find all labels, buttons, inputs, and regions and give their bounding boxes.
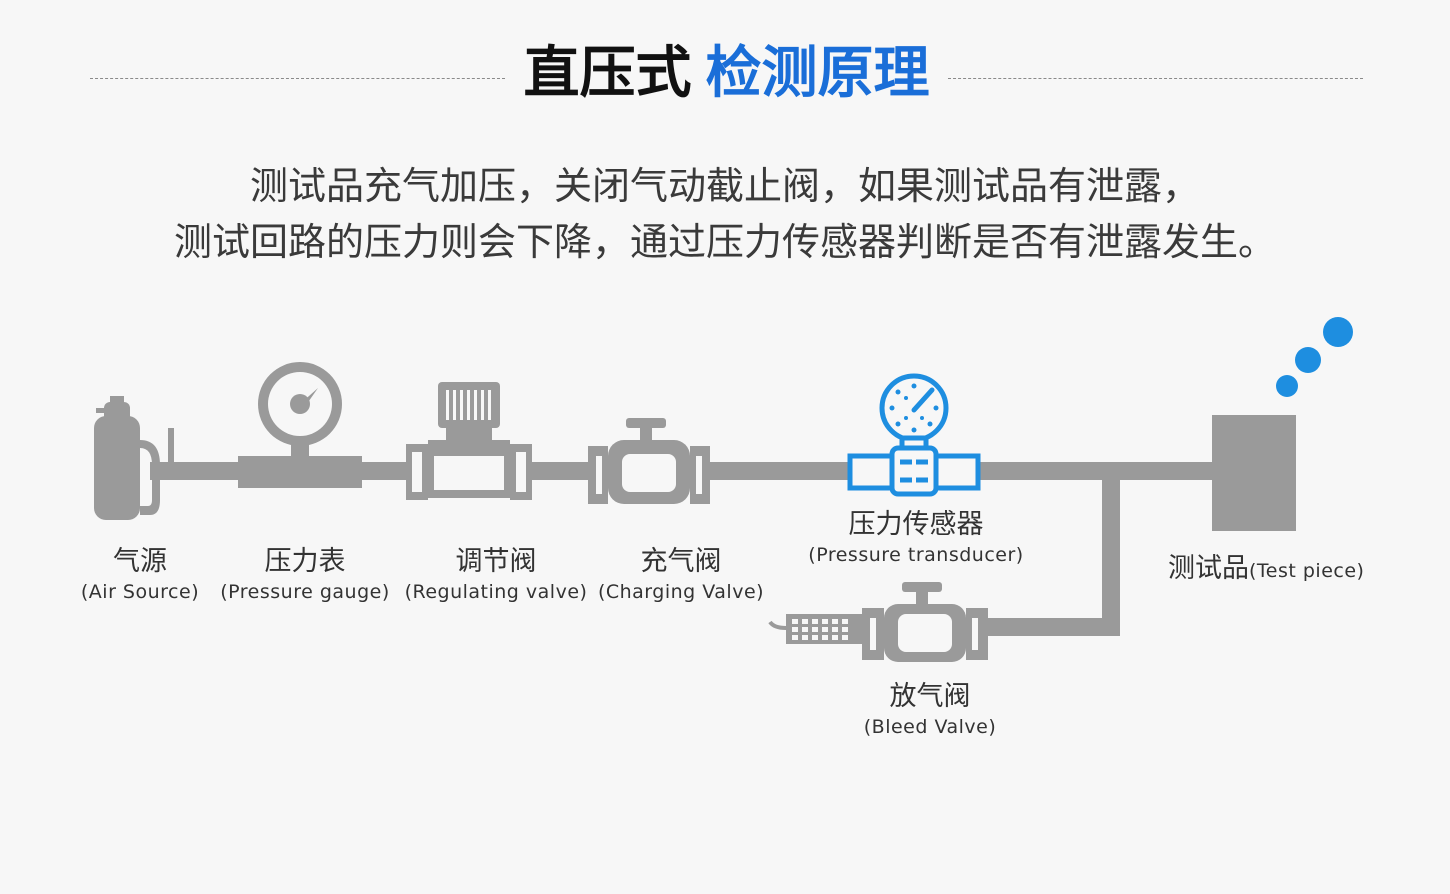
transducer-dial-ticks xyxy=(889,383,939,433)
title-black-part: 直压式 xyxy=(523,41,692,106)
regulating-valve-icon xyxy=(406,382,532,500)
leak-bubbles xyxy=(1276,317,1353,397)
test-piece-box xyxy=(1212,415,1296,531)
label-test-piece: 测试品(Test piece) xyxy=(1168,553,1365,584)
title-blue-part: 检测原理 xyxy=(705,41,930,106)
bubble-large xyxy=(1323,317,1353,347)
label-air-source: 气源 (Air Source) xyxy=(80,546,200,603)
charging-valve-icon xyxy=(588,418,710,504)
branch-pipe-vertical xyxy=(1102,472,1120,636)
description: 测试品充气加压，关闭气动截止阀，如果测试品有泄露， 测试回路的压力则会下降，通过… xyxy=(40,158,1410,270)
title-row: 直压式检测原理 xyxy=(0,36,1450,116)
title-divider-right xyxy=(948,78,1363,79)
label-bleed-valve: 放气阀 (Bleed Valve) xyxy=(863,681,997,738)
bubble-small xyxy=(1276,375,1298,397)
bleed-valve-icon xyxy=(786,582,988,662)
bubble-medium xyxy=(1295,347,1321,373)
title-divider-left xyxy=(90,78,505,79)
page-title: 直压式检测原理 xyxy=(505,36,948,112)
pressure-gauge-icon xyxy=(238,362,362,488)
pressure-transducer-icon xyxy=(847,373,981,497)
label-regulating-valve: 调节阀 (Regulating valve) xyxy=(404,546,588,603)
label-charging-valve: 充气阀 (Charging Valve) xyxy=(597,546,765,603)
label-pressure-transducer: 压力传感器 (Pressure transducer) xyxy=(808,509,1024,566)
air-source-icon xyxy=(94,396,174,520)
description-line-2: 测试回路的压力则会下降，通过压力传感器判断是否有泄露发生。 xyxy=(173,220,1276,264)
label-pressure-gauge: 压力表 (Pressure gauge) xyxy=(220,546,390,603)
bleed-exhaust-line xyxy=(768,620,787,630)
description-line-1: 测试品充气加压，关闭气动截止阀，如果测试品有泄露， xyxy=(249,164,1200,208)
branch-pipe-horizontal xyxy=(980,618,1120,636)
